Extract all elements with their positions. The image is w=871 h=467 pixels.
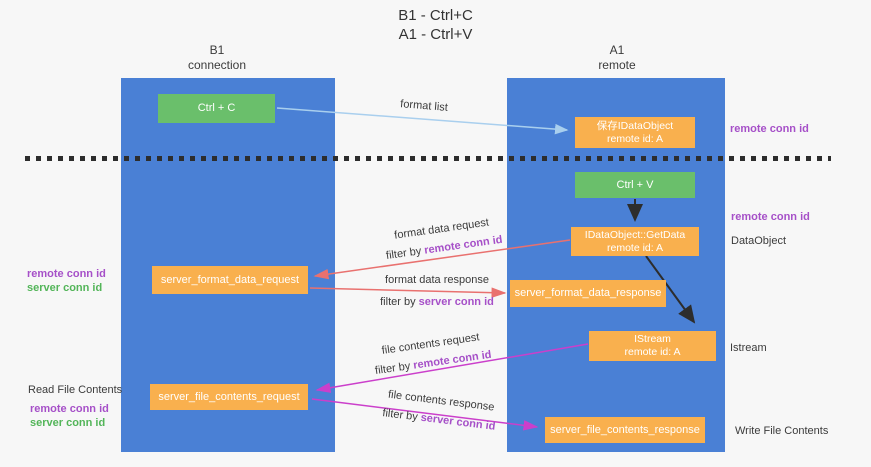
node-server-format-data-response: server_format_data_response	[510, 280, 666, 307]
annotation-istream: Istream	[730, 342, 767, 354]
node-server-file-contents-response: server_file_contents_response	[545, 417, 705, 443]
label-remote-conn-id-highlight-2: remote conn id	[412, 348, 493, 372]
node-save-idataobject: 保存IDataObject remote id: A	[575, 117, 695, 148]
node-server-file-contents-request-label: server_file_contents_request	[158, 390, 300, 403]
node-idataobject-getdata-line2: remote id: A	[606, 241, 664, 254]
node-server-format-data-response-label: server_format_data_response	[514, 287, 662, 299]
label-format-data-response-text: format data response	[385, 274, 489, 286]
node-istream-line2: remote id: A	[624, 346, 681, 358]
node-idataobject-getdata-line1: IDataObject::GetData	[584, 228, 686, 241]
node-server-format-data-request-label: server_format_data_request	[160, 273, 300, 286]
node-ctrl-v: Ctrl + V	[575, 172, 695, 198]
node-server-format-data-request: server_format_data_request	[152, 266, 308, 294]
label-format-list: format list	[344, 94, 505, 120]
label-remote-conn-id-highlight: remote conn id	[423, 233, 504, 257]
title-line-1: B1 - Ctrl+C	[398, 7, 473, 24]
node-ctrl-c-label: Ctrl + C	[197, 102, 236, 114]
node-save-idataobject-line1: 保存IDataObject	[596, 119, 674, 132]
lane-a1-subtitle: remote	[598, 58, 636, 72]
annotation-write-file-contents: Write File Contents	[735, 425, 829, 437]
label-server-conn-id-highlight-2: server conn id	[419, 411, 497, 433]
node-istream: IStream remote id: A	[589, 331, 716, 361]
label-format-data-request: format data request filter by remote con…	[362, 212, 525, 266]
annotation-remote-conn-id-top: remote conn id	[730, 123, 809, 135]
lane-header-a1: A1 remote	[547, 43, 687, 73]
label-file-contents-request: file contents request filter by remote c…	[351, 327, 514, 381]
diagram-title: B1 - Ctrl+C A1 - Ctrl+V	[0, 6, 871, 44]
lane-b1-name: B1	[209, 43, 225, 57]
title-line-2: A1 - Ctrl+V	[398, 26, 473, 43]
node-ctrl-v-label: Ctrl + V	[616, 178, 654, 191]
annotation-dataobject: DataObject	[731, 235, 787, 247]
label-format-data-response: format data response filter by server co…	[357, 274, 517, 309]
annotation-server-conn-id-left-top: server conn id	[27, 282, 103, 294]
node-idataobject-getdata: IDataObject::GetData remote id: A	[571, 227, 699, 256]
clipboard-divider	[25, 156, 831, 161]
annotation-remote-conn-id-left-top: remote conn id	[27, 268, 106, 280]
label-format-data-response-filter: filter by server conn id	[380, 296, 494, 308]
node-save-idataobject-line2: remote id: A	[606, 132, 664, 145]
node-server-file-contents-request: server_file_contents_request	[150, 384, 308, 410]
node-ctrl-c: Ctrl + C	[158, 94, 275, 123]
label-file-contents-response: file contents response filter by server …	[359, 385, 522, 436]
lane-b1-subtitle: connection	[187, 58, 247, 72]
lane-a1-name: A1	[609, 43, 625, 57]
annotation-remote-conn-id-mid: remote conn id	[731, 211, 810, 223]
node-istream-line1: IStream	[634, 333, 671, 345]
annotation-server-conn-id-left-bottom: server conn id	[30, 417, 106, 429]
node-server-file-contents-response-label: server_file_contents_response	[550, 423, 700, 436]
annotation-remote-conn-id-left-bottom: remote conn id	[30, 403, 109, 415]
label-format-list-text: format list	[399, 98, 449, 114]
label-server-conn-id-highlight: server conn id	[418, 296, 494, 308]
lane-header-b1: B1 connection	[147, 43, 287, 73]
annotation-read-file-contents: Read File Contents	[28, 384, 123, 396]
